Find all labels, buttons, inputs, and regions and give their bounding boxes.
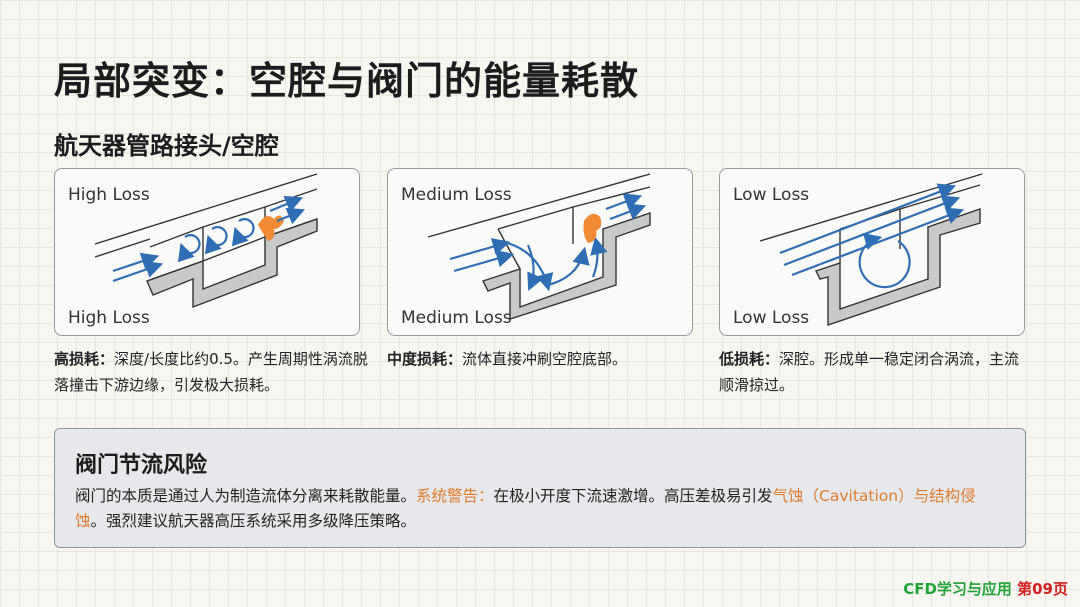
valve-title: 阀门节流风险 — [75, 453, 208, 478]
page-number: 第09页 — [1017, 580, 1068, 598]
desc-bold: 低损耗： — [719, 350, 780, 368]
panel-label-top: Medium Loss — [401, 185, 512, 205]
desc-text: 深度/长度比约0.5。产生周期性涡流脱落撞击下游边缘，引发极大损耗。 — [54, 350, 368, 394]
desc-text: 深腔。形成单一稳定闭合涡流，主流顺滑掠过。 — [719, 350, 1020, 394]
panel-label-bottom: Low Loss — [733, 308, 810, 328]
medium-cavity-diagram — [427, 173, 651, 320]
desc-text: 流体直接冲刷空腔底部。 — [462, 350, 628, 368]
valve-text-3: 。强烈建议航天器高压系统采用多级降压策略。 — [90, 512, 417, 530]
panel-description-low: 低损耗：深腔。形成单一稳定闭合涡流，主流顺滑掠过。 — [719, 346, 1029, 398]
valve-text: 阀门的本质是通过人为制造流体分离来耗散能量。系统警告：在极小开度下流速激增。高压… — [75, 484, 1005, 534]
footer: CFD学习与应用 第09页 — [903, 578, 1068, 599]
cavity-panel-medium-loss: Medium Loss Medium Loss — [387, 168, 693, 336]
cavity-panel-high-loss: High Loss High Loss — [54, 168, 360, 336]
section-subtitle: 航天器管路接头/空腔 — [54, 132, 279, 160]
warning-label: 系统警告： — [416, 487, 494, 505]
footer-brand: CFD学习与应用 — [903, 580, 1018, 598]
cavitation-highlight: 气蚀（Cavitation）与结构侵蚀 — [75, 487, 976, 530]
valve-text-2: 在极小开度下流速激增。高压差极易引发 — [493, 487, 773, 505]
valve-throttling-callout: 阀门节流风险 阀门的本质是通过人为制造流体分离来耗散能量。系统警告：在极小开度下… — [54, 428, 1026, 548]
shallow-cavity-diagram — [94, 173, 318, 309]
page-title: 局部突变：空腔与阀门的能量耗散 — [54, 59, 640, 103]
cavity-panel-low-loss: Low Loss Low Loss — [719, 168, 1025, 336]
panel-label-bottom: High Loss — [68, 308, 150, 328]
panel-label-top: High Loss — [68, 185, 150, 205]
panel-description-medium: 中度损耗：流体直接冲刷空腔底部。 — [387, 346, 707, 372]
desc-bold: 中度损耗： — [387, 350, 463, 368]
panel-label-top: Low Loss — [733, 185, 810, 205]
impact-hotspot-icon — [583, 213, 602, 243]
desc-bold: 高损耗： — [54, 350, 115, 368]
panel-label-bottom: Medium Loss — [401, 308, 512, 328]
valve-text-1: 阀门的本质是通过人为制造流体分离来耗散能量。 — [75, 487, 417, 505]
deep-cavity-diagram — [759, 173, 983, 326]
panel-description-high: 高损耗：深度/长度比约0.5。产生周期性涡流脱落撞击下游边缘，引发极大损耗。 — [54, 346, 374, 398]
